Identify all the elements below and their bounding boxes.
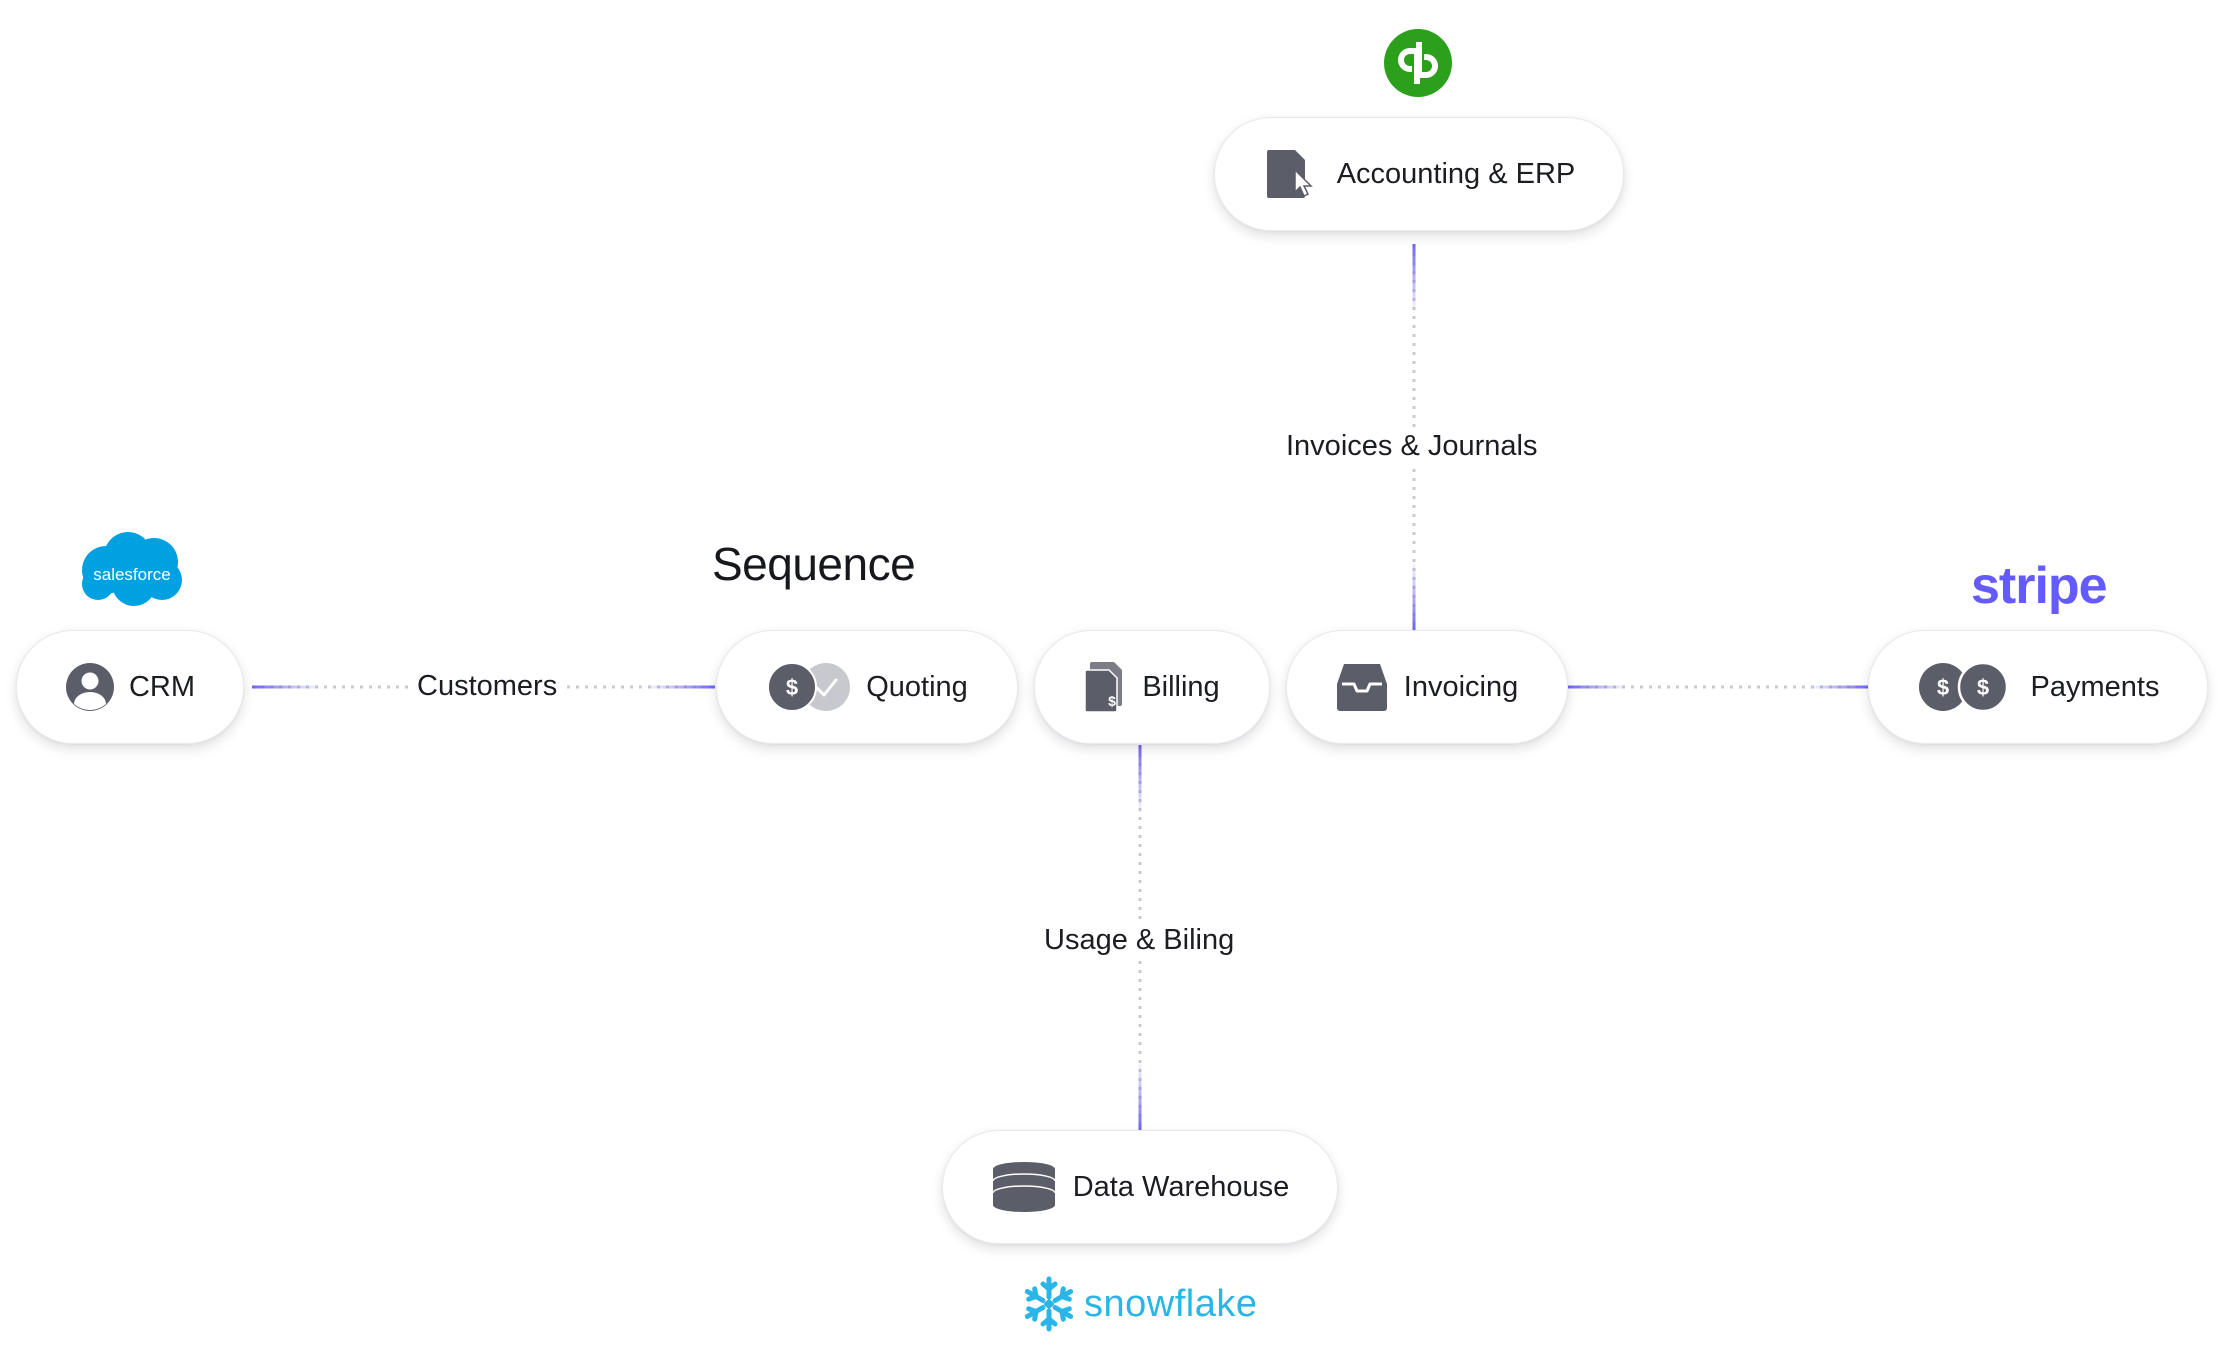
billing-node[interactable]: $ Billing	[1034, 630, 1270, 744]
data-warehouse-node[interactable]: Data Warehouse	[942, 1130, 1338, 1244]
stripe-logo: stripe	[1971, 557, 2108, 615]
dollar-check-icon: $	[766, 661, 851, 713]
salesforce-wordmark: salesforce	[93, 565, 170, 584]
accounting-erp-label: Accounting & ERP	[1336, 157, 1576, 190]
crm-node[interactable]: CRM	[16, 630, 244, 744]
snowflake-wordmark: snowflake	[1084, 1282, 1258, 1325]
snowflake-icon	[1024, 1276, 1074, 1332]
invoices-journals-connector	[1412, 244, 1416, 630]
quoting-node[interactable]: $ Quoting	[716, 630, 1018, 744]
usage-billing-label: Usage & Biling	[1036, 922, 1243, 958]
invoicing-label: Invoicing	[1403, 670, 1519, 703]
database-stack-icon	[991, 1161, 1057, 1213]
crm-label: CRM	[128, 670, 196, 703]
user-avatar-icon	[65, 662, 115, 712]
invoicing-node[interactable]: Invoicing	[1286, 630, 1568, 744]
customers-label: Customers	[409, 668, 566, 704]
document-cursor-icon	[1263, 148, 1319, 200]
billing-label: Billing	[1142, 670, 1220, 703]
quickbooks-logo	[1383, 28, 1453, 98]
svg-text:$: $	[1976, 675, 1988, 700]
quoting-label: Quoting	[866, 670, 968, 703]
customers-connector	[252, 685, 715, 689]
salesforce-logo: salesforce	[76, 530, 186, 610]
sequence-title: Sequence	[712, 538, 916, 590]
svg-text:$: $	[1936, 675, 1948, 700]
inbox-tray-icon	[1336, 662, 1388, 712]
payments-connector	[1568, 685, 1868, 689]
snowflake-logo: snowflake	[1020, 1275, 1257, 1333]
invoices-journals-label: Invoices & Journals	[1278, 428, 1546, 464]
two-dollar-coins-icon: $ $	[1917, 661, 2009, 713]
data-warehouse-label: Data Warehouse	[1072, 1170, 1290, 1203]
accounting-erp-node[interactable]: Accounting & ERP	[1214, 117, 1624, 231]
svg-text:$: $	[1108, 693, 1116, 709]
svg-text:$: $	[786, 675, 798, 700]
usage-billing-connector	[1138, 745, 1142, 1130]
payments-label: Payments	[2030, 670, 2160, 703]
documents-dollar-icon: $	[1084, 660, 1128, 714]
payments-node[interactable]: $ $ Payments	[1868, 630, 2208, 744]
